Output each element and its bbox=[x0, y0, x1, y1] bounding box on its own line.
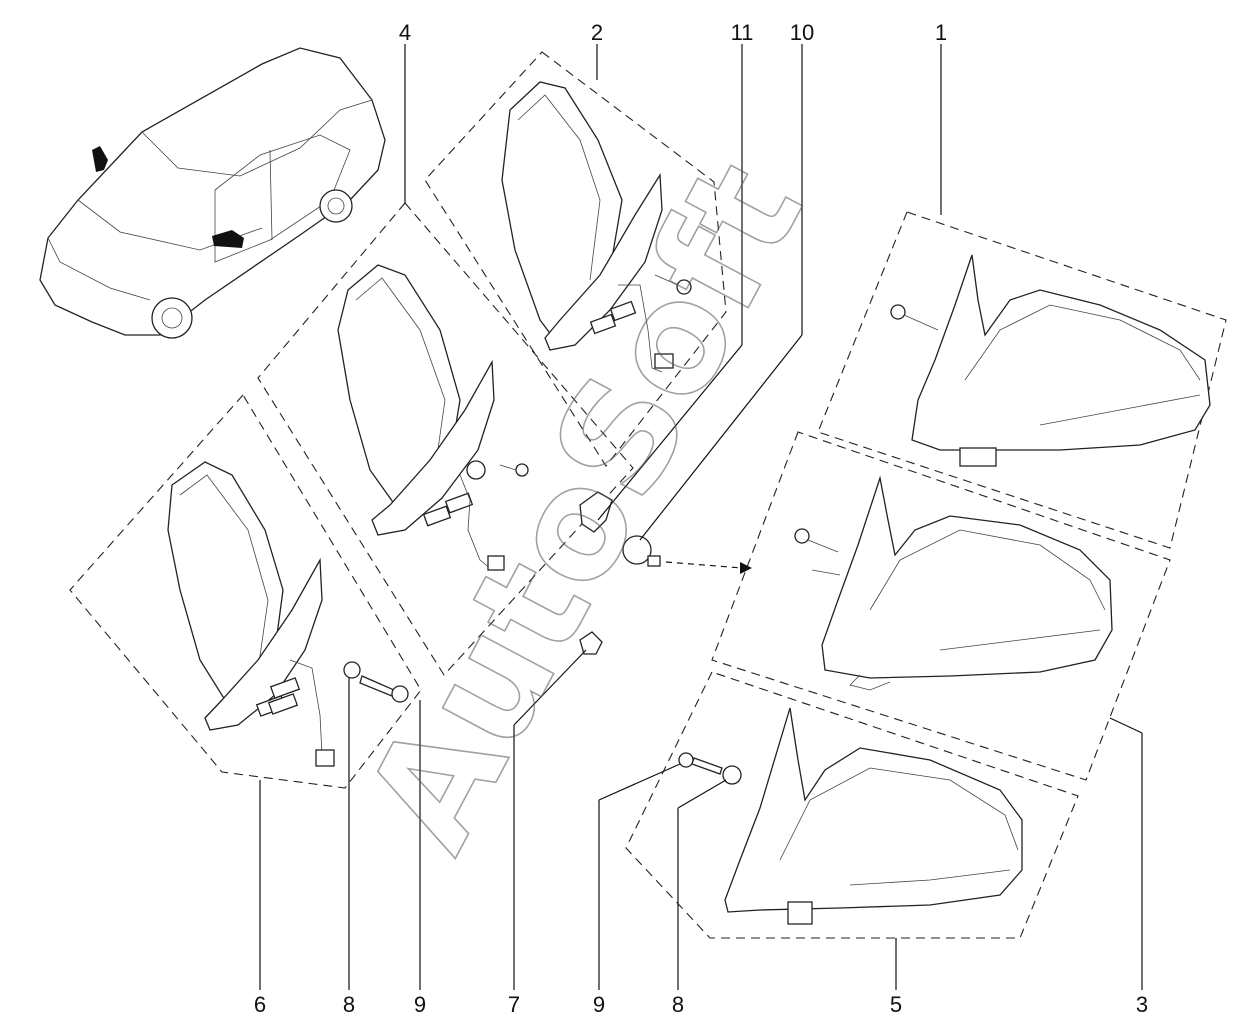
group-3-boundary bbox=[711, 431, 1171, 781]
callout-1: 1 bbox=[935, 20, 947, 45]
mirror-3 bbox=[794, 475, 1113, 691]
group-4-boundary bbox=[257, 202, 634, 676]
car-outline bbox=[39, 47, 386, 339]
callout-9-left: 9 bbox=[414, 992, 426, 1017]
group-5-boundary bbox=[625, 671, 1079, 939]
mirror-5 bbox=[678, 707, 1023, 925]
group-6-boundary bbox=[69, 394, 422, 789]
group-2-boundary bbox=[424, 51, 727, 467]
callout-7: 7 bbox=[508, 992, 520, 1017]
group-boundaries bbox=[69, 51, 1227, 939]
grommet-10 bbox=[622, 535, 652, 565]
small-parts bbox=[579, 491, 752, 655]
callout-4: 4 bbox=[399, 20, 411, 45]
arrow-head bbox=[740, 562, 752, 574]
mirror-1 bbox=[890, 254, 1211, 467]
callout-10: 10 bbox=[790, 20, 814, 45]
mirror-6 bbox=[167, 461, 409, 767]
mirror-4 bbox=[337, 264, 529, 571]
callout-3: 3 bbox=[1136, 992, 1148, 1017]
callout-8-right: 8 bbox=[672, 992, 684, 1017]
leader-lines bbox=[259, 44, 1143, 990]
washer-8-left bbox=[343, 661, 361, 679]
callout-11: 11 bbox=[731, 20, 754, 45]
mirror-highlight-right bbox=[212, 230, 244, 248]
callout-5: 5 bbox=[890, 992, 902, 1017]
callout-2: 2 bbox=[591, 20, 603, 45]
callout-8-left: 8 bbox=[343, 992, 355, 1017]
mirror-highlight-left bbox=[92, 146, 108, 172]
callout-9-right: 9 bbox=[593, 992, 605, 1017]
nut-7 bbox=[579, 631, 603, 655]
group-1-boundary bbox=[817, 211, 1227, 549]
callout-6: 6 bbox=[254, 992, 266, 1017]
callout-labels: 4 2 11 10 1 6 8 9 7 9 8 5 3 bbox=[254, 20, 1148, 1017]
clip-11 bbox=[579, 491, 613, 533]
mirror-2 bbox=[501, 81, 692, 373]
